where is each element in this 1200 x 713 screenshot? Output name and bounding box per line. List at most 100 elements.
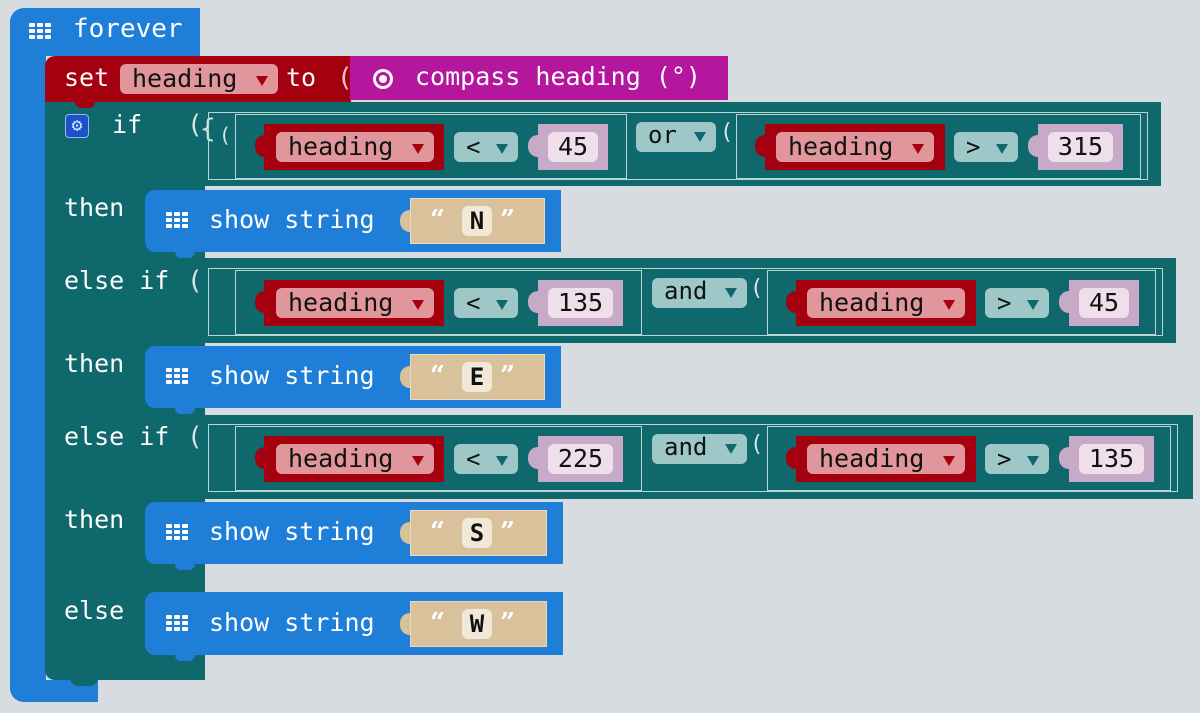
grid-plus-icon xyxy=(285,679,296,690)
variable-dropdown[interactable]: heading xyxy=(276,132,434,162)
variable-dropdown[interactable]: heading xyxy=(807,288,965,318)
compare-block-left[interactable] xyxy=(235,114,627,179)
compare-block-right[interactable] xyxy=(736,114,1141,179)
operator-dropdown[interactable]: > xyxy=(985,444,1049,474)
grid-plus-icon xyxy=(925,199,936,210)
condition-socket-icon: ( xyxy=(750,432,764,457)
grid-plus-icon xyxy=(765,599,776,610)
forever-label: forever xyxy=(73,14,183,44)
chevron-down-icon xyxy=(943,300,955,310)
notch-icon xyxy=(1059,447,1069,469)
logic-operator-dropdown[interactable]: and xyxy=(652,278,747,308)
and-condition-block[interactable] xyxy=(208,424,1178,492)
and-condition-block[interactable] xyxy=(208,268,1163,336)
operator-dropdown[interactable]: < xyxy=(454,444,518,474)
operator-dropdown[interactable]: > xyxy=(954,132,1018,162)
number-input[interactable]: 315 xyxy=(1048,132,1113,162)
variable-dropdown[interactable]: heading xyxy=(776,132,934,162)
variable-name: heading xyxy=(788,132,894,161)
number-input[interactable]: 45 xyxy=(1079,288,1129,318)
chevron-down-icon xyxy=(996,144,1008,154)
operator-label: > xyxy=(966,133,981,161)
close-quote-icon: ” xyxy=(500,205,515,235)
grid-plus-icon xyxy=(605,39,616,50)
logic-operator-dropdown[interactable]: or xyxy=(636,122,716,152)
compare-block-right[interactable] xyxy=(767,426,1171,491)
string-input[interactable]: N xyxy=(462,206,492,236)
grid-icon xyxy=(166,615,190,633)
input-socket-icon: ( xyxy=(337,63,353,93)
variable-dropdown[interactable]: heading xyxy=(276,444,434,474)
grid-plus-icon xyxy=(845,599,856,610)
string-input[interactable]: E xyxy=(462,362,492,392)
number-input[interactable]: 135 xyxy=(548,288,613,318)
grid-icon xyxy=(166,524,190,542)
logic-operator-label: or xyxy=(648,121,677,149)
chevron-down-icon xyxy=(496,144,508,154)
grid-plus-icon xyxy=(925,679,936,690)
set-block-tab xyxy=(75,100,95,108)
logic-operator-dropdown[interactable]: and xyxy=(652,434,747,464)
grid-plus-icon xyxy=(365,679,376,690)
then-keyword: then xyxy=(64,193,125,222)
grid-plus-icon xyxy=(845,199,856,210)
else-if-keyword: else if xyxy=(64,422,170,451)
grid-plus-icon xyxy=(525,679,536,690)
show-string-label: show string xyxy=(209,205,375,234)
number-input[interactable]: 135 xyxy=(1079,444,1144,474)
forever-spine xyxy=(10,50,46,702)
open-quote-icon: “ xyxy=(430,608,445,638)
close-quote-icon: ” xyxy=(500,361,515,391)
chevron-down-icon xyxy=(412,144,424,154)
variable-dropdown[interactable]: heading xyxy=(276,288,434,318)
notch-icon xyxy=(400,613,410,635)
notch-icon xyxy=(255,135,265,157)
compare-block-left[interactable] xyxy=(235,426,642,491)
grid-plus-icon xyxy=(1085,519,1096,530)
grid-plus-icon xyxy=(685,199,696,210)
grid-plus-icon xyxy=(925,359,936,370)
operator-dropdown[interactable]: < xyxy=(454,288,518,318)
grid-plus-icon xyxy=(925,39,936,50)
grid-plus-icon xyxy=(1165,679,1176,690)
operator-dropdown[interactable]: > xyxy=(985,288,1049,318)
grid-plus-icon xyxy=(1085,599,1096,610)
compare-block-left[interactable] xyxy=(235,270,642,335)
else-row xyxy=(45,572,205,592)
condition-socket-icon: ( xyxy=(187,422,203,452)
or-condition-block[interactable] xyxy=(208,112,1148,180)
else-keyword: else xyxy=(64,596,125,625)
chevron-down-icon xyxy=(943,456,955,466)
condition-socket-icon: ( xyxy=(720,120,734,145)
notch-icon xyxy=(786,447,796,469)
chevron-down-icon xyxy=(412,456,424,466)
notch-icon xyxy=(755,135,765,157)
grid-plus-icon xyxy=(445,679,456,690)
compass-heading-block[interactable] xyxy=(350,56,728,100)
set-variable-dropdown[interactable]: heading xyxy=(120,64,278,94)
notch-icon xyxy=(255,447,265,469)
string-input[interactable]: W xyxy=(462,609,492,639)
compare-block-right[interactable] xyxy=(767,270,1156,335)
grid-plus-icon xyxy=(685,679,696,690)
operator-dropdown[interactable]: < xyxy=(454,132,518,162)
show-string-label: show string xyxy=(209,361,375,390)
grid-plus-icon xyxy=(1165,119,1176,130)
variable-dropdown[interactable]: heading xyxy=(807,444,965,474)
grid-plus-icon xyxy=(605,679,616,690)
grid-plus-icon xyxy=(685,39,696,50)
grid-plus-icon xyxy=(685,359,696,370)
grid-plus-icon xyxy=(1085,359,1096,370)
grid-plus-icon xyxy=(1085,39,1096,50)
grid-plus-icon xyxy=(845,519,856,530)
number-input[interactable]: 225 xyxy=(548,444,613,474)
grid-plus-icon xyxy=(605,599,616,610)
close-quote-icon: ” xyxy=(500,517,515,547)
condition-socket-icon: ( xyxy=(750,276,764,301)
gear-icon[interactable]: ⚙ xyxy=(65,114,89,138)
grid-plus-icon xyxy=(205,39,216,50)
else-if-keyword: else if xyxy=(64,266,170,295)
number-input[interactable]: 45 xyxy=(548,132,598,162)
string-input[interactable]: S xyxy=(462,518,492,548)
